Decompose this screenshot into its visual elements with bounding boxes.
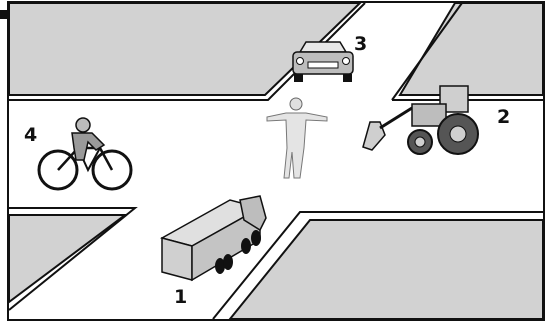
truck-icon [160,195,267,282]
label-truck: 1 [174,286,187,308]
car-icon [292,41,354,82]
tractor-icon [362,85,479,155]
corner-marker [0,10,7,19]
label-car: 3 [354,33,367,55]
bottom-left-block [8,207,138,311]
bottom-right-block [212,211,544,320]
label-tractor: 2 [497,106,510,128]
traffic-controller-icon [266,97,328,179]
cyclist-icon [37,117,133,191]
top-left-block [8,2,366,101]
label-cyclist: 4 [24,124,37,146]
